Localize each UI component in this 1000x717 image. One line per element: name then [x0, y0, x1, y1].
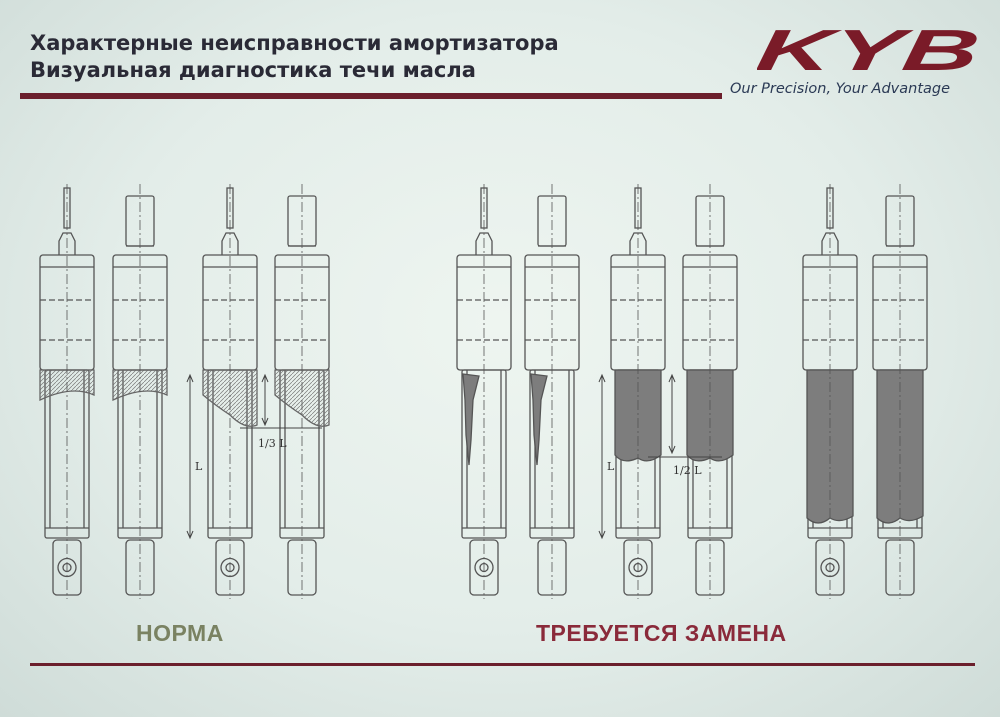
- dim-arrow-half-head-bottom: [668, 445, 676, 455]
- shock-absorber-7: [610, 184, 666, 599]
- label-normal: НОРМА: [136, 620, 224, 646]
- shock-absorber-2: [112, 184, 168, 599]
- dim-label-L-normal: L: [195, 460, 203, 473]
- dim-arrow-third-head-top: [261, 373, 269, 383]
- oil-leak-full: [876, 369, 924, 524]
- logo-text: KYB: [757, 22, 984, 78]
- title-line-2: Визуальная диагностика течи масла: [30, 58, 476, 82]
- dim-arrow-half-head-top: [668, 373, 676, 383]
- shock-absorber-8: [682, 184, 738, 599]
- oil-film-third: [202, 369, 258, 427]
- dim-label-half: 1/2 L: [673, 464, 702, 477]
- dim-arrow-L-normal-head-top: [186, 373, 194, 383]
- title-line-1: Характерные неисправности амортизатора: [30, 31, 559, 55]
- slogan: Our Precision, Your Advantage: [730, 81, 951, 97]
- oil-streak: [462, 373, 480, 466]
- dimension-annotations: L 1/3 L L 1/2 L: [186, 373, 722, 540]
- slide-title: Характерные неисправности амортизатора В…: [30, 30, 559, 84]
- shock-absorber-9: [802, 184, 858, 599]
- shock-absorber-1: [39, 184, 95, 599]
- label-replacement-needed: ТРЕБУЕТСЯ ЗАМЕНА: [536, 620, 787, 646]
- dim-arrow-L-replace-head-bottom: [598, 530, 606, 540]
- shock-absorber-5: [456, 184, 512, 599]
- dim-arrow-third-head-bottom: [261, 417, 269, 427]
- shock-absorber-10: [872, 184, 928, 599]
- shock-absorber-6: [524, 184, 580, 599]
- shock-absorber-4: [274, 184, 330, 599]
- oil-streak: [530, 373, 548, 466]
- kyb-logo: KYB: [757, 22, 984, 78]
- shock-absorbers: [39, 184, 928, 599]
- dim-label-third: 1/3 L: [258, 437, 287, 450]
- oil-film-third: [274, 369, 330, 427]
- bottom-divider: [30, 663, 975, 666]
- dim-arrow-L-normal-head-bottom: [186, 530, 194, 540]
- shock-absorber-3: [202, 184, 258, 599]
- shock-absorber-diagram: L 1/3 L L 1/2 L: [39, 184, 928, 599]
- dim-label-L-replace: L: [607, 460, 615, 473]
- dim-arrow-L-replace-head-top: [598, 373, 606, 383]
- oil-leak-full: [806, 369, 854, 524]
- top-divider: [20, 93, 722, 99]
